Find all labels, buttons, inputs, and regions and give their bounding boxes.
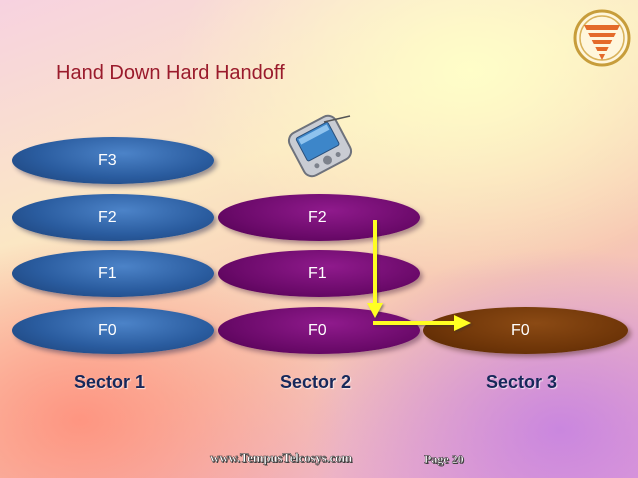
carrier-label: F3: [98, 151, 117, 169]
sector1-carrier-f0: F0: [12, 307, 214, 354]
sector1-carrier-f2: F2: [12, 194, 214, 241]
carrier-label: F0: [308, 321, 327, 339]
carrier-label: F0: [98, 321, 117, 339]
sector2-carrier-f2: F2: [218, 194, 420, 241]
sector2-carrier-f0: F0: [218, 307, 420, 354]
carrier-label: F1: [98, 264, 117, 282]
footer-url: www.TempusTelcosys.com: [210, 450, 353, 465]
sector-3-label: Sector 3: [486, 372, 558, 392]
carrier-label: F2: [98, 208, 117, 226]
sector3-carrier-f0: F0: [423, 307, 628, 354]
sector2-carrier-f1: F1: [218, 250, 420, 297]
page-number: Page 20: [424, 452, 464, 466]
carrier-label: F1: [308, 264, 327, 282]
sector1-carrier-f3: F3: [12, 137, 214, 184]
pda-phone-icon: [287, 114, 353, 178]
sector-1-label: Sector 1: [74, 372, 146, 392]
carrier-label: F2: [308, 208, 327, 226]
slide-title: Hand Down Hard Handoff: [56, 62, 285, 84]
company-logo-icon: [573, 9, 631, 67]
carrier-label: F0: [511, 321, 530, 339]
sector-2-label: Sector 2: [280, 372, 352, 392]
sector1-carrier-f1: F1: [12, 250, 214, 297]
